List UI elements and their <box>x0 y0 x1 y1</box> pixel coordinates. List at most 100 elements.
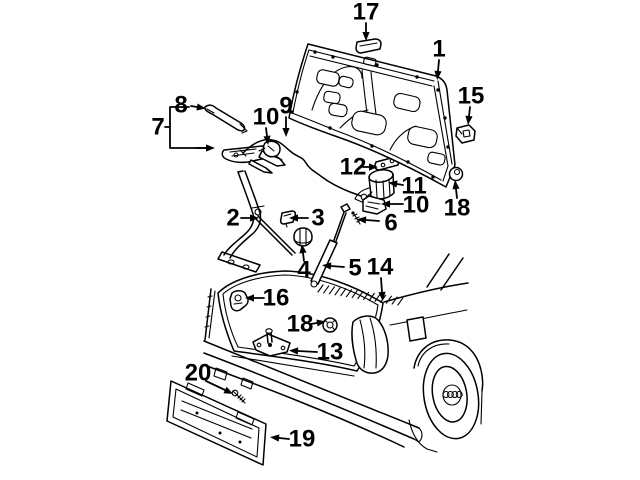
rear-wheel <box>422 352 480 440</box>
hatch-tick <box>357 290 364 300</box>
license-lamp <box>213 367 228 381</box>
callout-13: 13 <box>317 339 344 366</box>
trunk-clip <box>229 290 249 312</box>
trunk-lid <box>288 43 456 188</box>
deck-edge <box>383 282 469 303</box>
fender-edge <box>480 390 483 425</box>
arrowhead <box>299 244 307 254</box>
torsion-rod <box>255 215 296 256</box>
hatch-tick <box>345 289 353 298</box>
hinge-clip <box>279 210 297 228</box>
callout-4: 4 <box>297 257 311 284</box>
arrowhead <box>465 115 473 125</box>
callout-3: 3 <box>311 205 324 232</box>
callout-5: 5 <box>348 255 361 282</box>
arrowhead <box>270 434 280 442</box>
arrowhead <box>263 135 271 145</box>
callout-12: 12 <box>340 154 367 181</box>
callout-20-leader <box>205 380 226 391</box>
hatch-tick <box>391 296 398 305</box>
cap-mount <box>363 56 377 67</box>
c-pillar-line-2 <box>440 257 464 291</box>
arrowhead <box>206 144 215 152</box>
arrowhead <box>289 214 298 222</box>
cable-clip <box>258 140 283 161</box>
audi-rings-icon <box>442 384 463 406</box>
callout-8: 8 <box>174 92 187 119</box>
callout-5-leader <box>330 265 345 268</box>
arrowhead <box>196 103 206 111</box>
callout-19-leader <box>278 437 290 440</box>
car-body <box>203 253 484 453</box>
hatch-tick <box>374 293 381 302</box>
callout-8-leader <box>190 105 198 108</box>
hatch-tick <box>363 291 370 300</box>
wheel-arch <box>413 339 484 392</box>
hatch-tick <box>351 290 358 299</box>
callout-16: 16 <box>263 285 290 312</box>
callout-15: 15 <box>458 83 485 110</box>
trunk-striker <box>252 328 291 357</box>
callout-18-upper: 18 <box>444 195 471 222</box>
callout-20: 20 <box>185 360 212 387</box>
arrowhead <box>223 386 234 394</box>
grommet-lower <box>322 317 338 333</box>
license-lamp-2 <box>240 377 254 390</box>
lid-cutouts <box>316 69 446 166</box>
arrowhead <box>245 294 254 302</box>
arrowhead <box>362 32 370 41</box>
arrowhead <box>369 163 378 171</box>
callout-10-upper-leader <box>265 127 268 137</box>
arrowhead <box>381 200 390 208</box>
arrowhead <box>434 70 442 80</box>
arrowhead <box>452 180 460 190</box>
lid-bolts <box>290 50 450 179</box>
arrowhead <box>282 128 290 137</box>
panel-screw <box>231 389 246 404</box>
deck-hatching <box>317 284 404 306</box>
support-strut <box>310 203 351 288</box>
fuel-door <box>406 316 427 342</box>
arrowhead <box>250 214 259 222</box>
hatch-tick <box>317 284 324 293</box>
callout-7: 7 <box>151 114 164 141</box>
callout-1: 1 <box>432 36 445 63</box>
callout-7-bracket <box>164 106 207 149</box>
hatch-tick <box>397 297 404 306</box>
arrowhead <box>378 291 386 301</box>
bumper-stop <box>293 227 313 247</box>
callout-11: 11 <box>401 173 426 200</box>
hatch-tick <box>385 295 392 304</box>
arrowhead <box>289 347 299 355</box>
arrowhead <box>357 216 367 224</box>
callout-4-leader <box>302 252 305 262</box>
callout-14-leader <box>380 277 383 293</box>
callout-6-leader <box>365 219 380 222</box>
hatch-tick <box>368 292 375 301</box>
callout-18-lower-leader <box>310 322 318 325</box>
mudflap <box>408 419 438 453</box>
lock-rod <box>204 104 248 134</box>
callout-9: 9 <box>279 93 292 120</box>
hatch-tick <box>334 287 341 296</box>
license-trim-panel <box>166 380 267 466</box>
callout-11-leader <box>396 183 404 186</box>
callout-18-lower: 18 <box>287 311 314 338</box>
callout-10-upper: 10 <box>253 104 280 131</box>
callout-6: 6 <box>384 210 397 237</box>
rear-bumper <box>203 340 423 448</box>
hatch-tick <box>328 286 335 295</box>
arrowhead <box>388 180 398 188</box>
callout-19: 19 <box>289 426 316 453</box>
c-pillar-line <box>426 253 450 288</box>
callout-15-leader <box>468 106 471 117</box>
arrowhead <box>322 262 332 270</box>
tail-light <box>351 315 389 374</box>
lid-cap <box>355 38 382 54</box>
grommet-upper <box>448 166 464 182</box>
sail-panel-edge <box>204 288 212 341</box>
callout-1-leader <box>437 59 440 72</box>
callout-2: 2 <box>226 205 239 232</box>
